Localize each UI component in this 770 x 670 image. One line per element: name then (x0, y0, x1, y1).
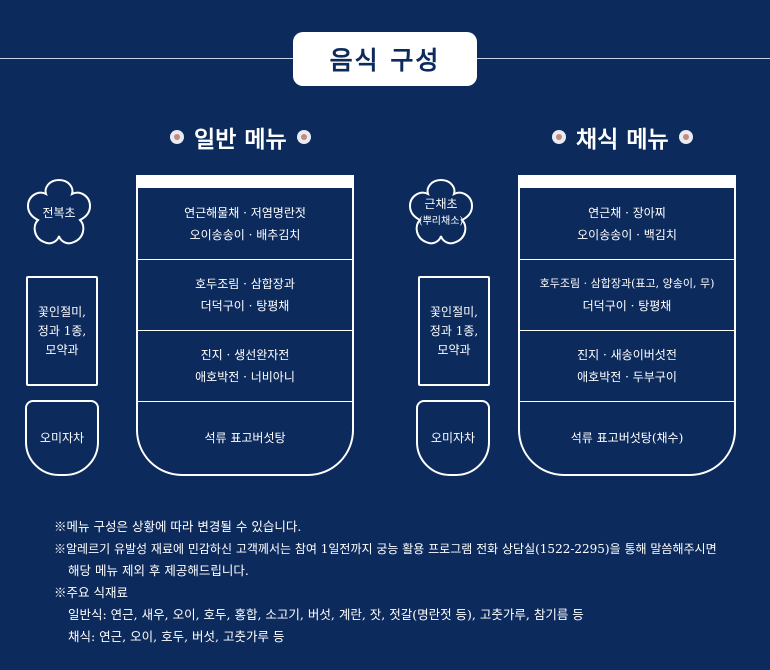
bowl-line: 애호박전 · 너비아니 (195, 370, 295, 384)
vegetarian-bowl: 연근채 · 장아찌 오이송송이 · 백김치 호두조림 · 삼합장과(표고, 양송… (518, 175, 736, 476)
bowl-line: 석류 표고버섯탕 (204, 431, 286, 445)
bowl-section: 진지 · 새송이버섯전 애호박전 · 두부구이 (520, 331, 734, 402)
bowl-line: 오이송송이 · 백김치 (577, 227, 677, 242)
bowl-line: 애호박전 · 두부구이 (577, 370, 677, 384)
note-line: 일반식: 연근, 새우, 오이, 호두, 홍합, 소고기, 버섯, 계란, 잣,… (68, 607, 584, 622)
vegetarian-side-top-sub: (뿌리채소) (418, 216, 464, 227)
side-mid-line: 모약과 (437, 342, 471, 357)
flower-plate-icon (408, 178, 474, 245)
note-line: ※주요 식재료 (54, 585, 128, 600)
bowl-section: 석류 표고버섯탕(채수) (520, 402, 734, 474)
bowl-line: 연근채 · 장아찌 (588, 205, 666, 220)
general-bowl: 연근해물채 · 저염명란젓 오이송송이 · 배추김치 호두조림 · 삼합장과 더… (136, 175, 354, 476)
side-mid-line: 꽃인절미, (430, 304, 478, 319)
vegetarian-side-cup: 오미자차 (416, 400, 490, 476)
general-side-top-label: 전복초 (42, 205, 76, 220)
bowl-line: 연근해물채 · 저염명란젓 (184, 205, 306, 220)
bowl-line: 호두조림 · 삼합장과 (195, 277, 295, 291)
bowl-line: 오이송송이 · 배추김치 (189, 227, 301, 242)
bowl-line: 더덕구이 · 탕평채 (582, 299, 672, 313)
title-rule-left (0, 58, 294, 59)
vegetarian-side-cup-label: 오미자차 (430, 430, 476, 445)
bowl-line: 더덕구이 · 탕평채 (200, 299, 290, 313)
bowl-section: 호두조림 · 삼합장과(표고, 양송이, 무) 더덕구이 · 탕평채 (520, 260, 734, 331)
page-title: 음식 구성 (293, 32, 477, 86)
vegetarian-menu-title: 채식 메뉴 (576, 127, 669, 153)
flower-plate-icon (26, 178, 92, 245)
bowl-line: 진지 · 새송이버섯전 (577, 348, 677, 362)
note-line: ※메뉴 구성은 상황에 따라 변경될 수 있습니다. (54, 519, 302, 534)
side-mid-line: 꽃인절미, (38, 304, 86, 319)
general-side-cup: 오미자차 (25, 400, 99, 476)
vegetarian-menu-heading: 채식 메뉴 (552, 120, 693, 154)
general-menu-heading: 일반 메뉴 (170, 120, 311, 154)
bowl-rim (138, 177, 352, 188)
general-side-mid: 꽃인절미, 정과 1종, 모약과 (26, 276, 98, 386)
bowl-line: 호두조림 · 삼합장과(표고, 양송이, 무) (539, 277, 715, 290)
general-menu-title: 일반 메뉴 (194, 127, 287, 153)
bowl-line: 진지 · 생선완자전 (200, 348, 290, 362)
side-mid-line: 모약과 (45, 342, 79, 357)
bowl-section: 석류 표고버섯탕 (138, 402, 352, 474)
flower-icon (678, 130, 693, 144)
flower-icon (170, 130, 184, 144)
bowl-section: 진지 · 생선완자전 애호박전 · 너비아니 (138, 331, 352, 402)
general-side-cup-label: 오미자차 (39, 430, 85, 445)
vegetarian-side-top: 근채초 (뿌리채소) (404, 176, 478, 250)
bowl-section: 연근채 · 장아찌 오이송송이 · 백김치 (520, 188, 734, 260)
vegetarian-side-mid: 꽃인절미, 정과 1종, 모약과 (418, 276, 490, 386)
notes: ※메뉴 구성은 상황에 따라 변경될 수 있습니다. ※알레르기 유발성 재료에… (54, 516, 754, 648)
side-mid-line: 정과 1종, (429, 323, 479, 338)
bowl-section: 연근해물채 · 저염명란젓 오이송송이 · 배추김치 (138, 188, 352, 260)
title-rule-right (476, 58, 770, 59)
side-mid-line: 정과 1종, (37, 323, 87, 338)
general-side-top: 전복초 (22, 176, 96, 250)
note-line: 채식: 연근, 오이, 호두, 버섯, 고춧가루 등 (68, 629, 285, 644)
vegetarian-side-top-label: 근채초 (424, 197, 458, 211)
flower-icon (552, 130, 566, 144)
bowl-line: 석류 표고버섯탕(채수) (570, 431, 684, 445)
note-line: ※알레르기 유발성 재료에 민감하신 고객께서는 참여 1일전까지 궁능 활용 … (54, 542, 717, 556)
bowl-section: 호두조림 · 삼합장과 더덕구이 · 탕평채 (138, 260, 352, 331)
note-line: 해당 메뉴 제외 후 제공해드립니다. (68, 563, 249, 578)
bowl-rim (520, 177, 734, 188)
flower-icon (296, 130, 311, 144)
